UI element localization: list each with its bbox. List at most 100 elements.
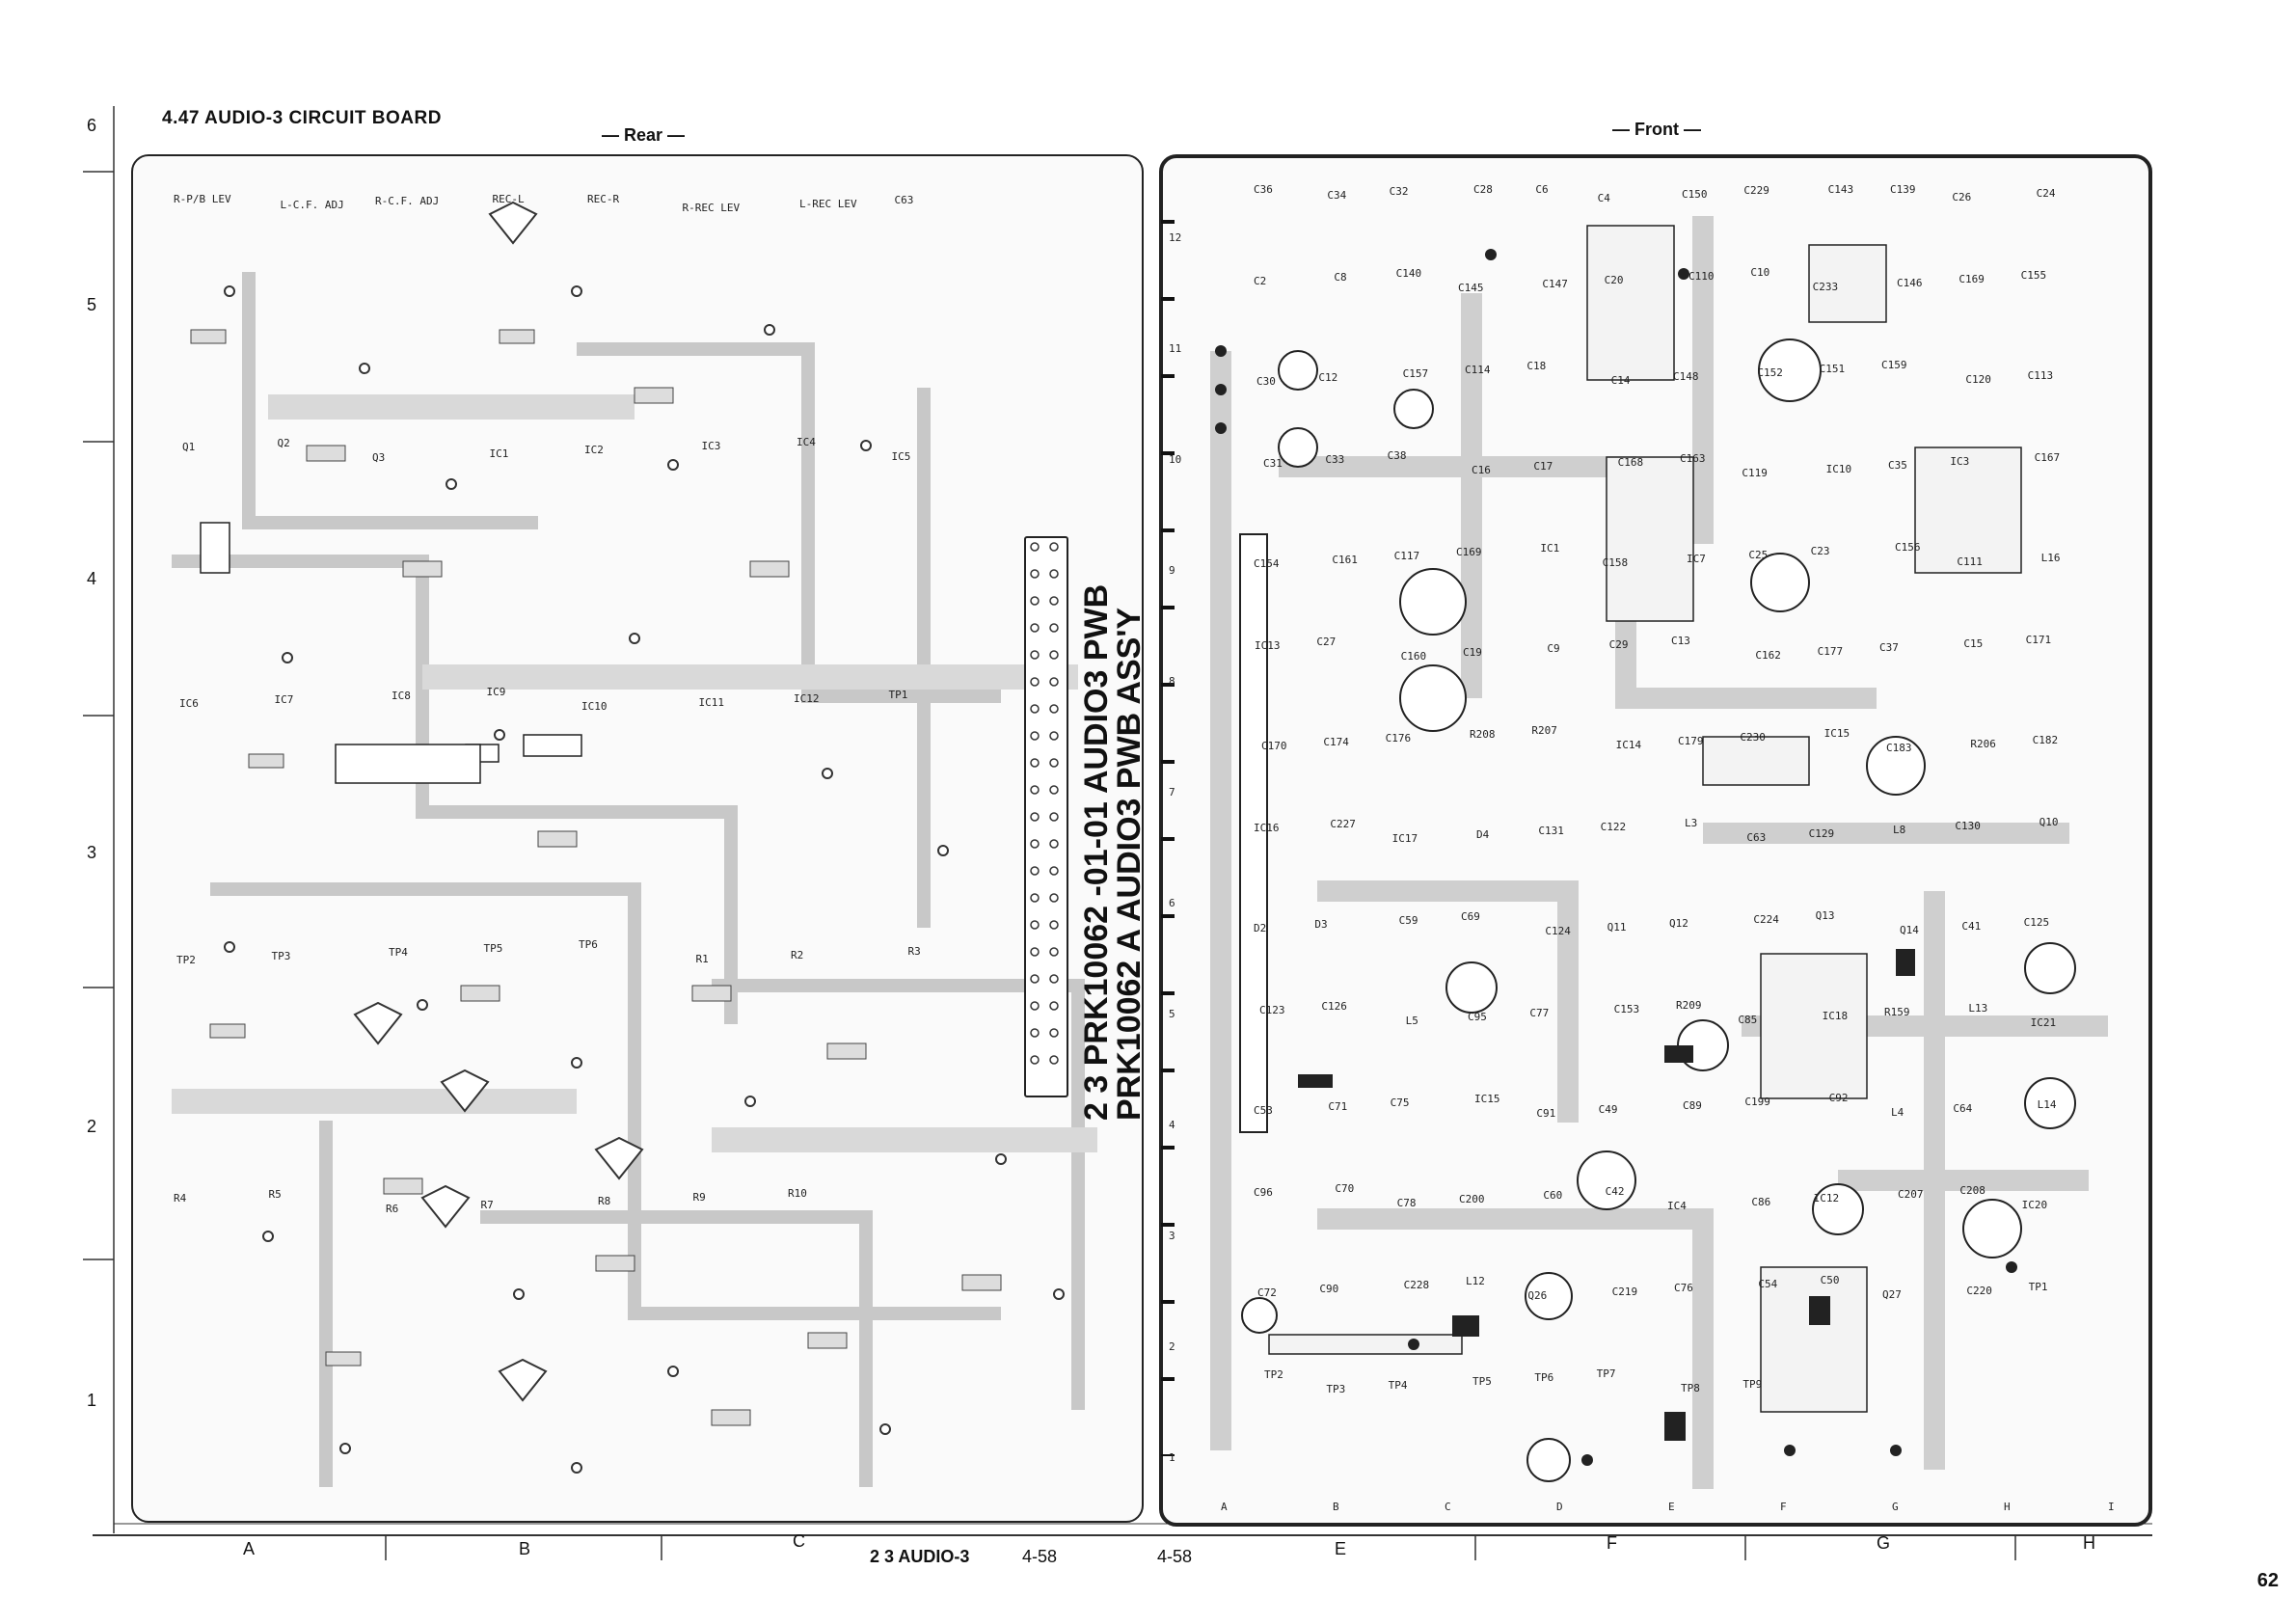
component-label: Q3 <box>372 451 386 464</box>
component-label: C36 <box>1254 183 1273 196</box>
component-label: C42 <box>1605 1185 1625 1198</box>
component-label: C177 <box>1817 645 1844 658</box>
component-label: C129 <box>1808 827 1835 840</box>
component-label: R159 <box>1884 1006 1910 1018</box>
row-number-3: 3 <box>87 843 97 862</box>
rear-side-label: — Rear — <box>602 125 686 145</box>
component-label: C156 <box>1895 541 1921 554</box>
rear-circuit-board <box>131 154 1144 1523</box>
row-number-1: 1 <box>87 1391 97 1410</box>
component-label: C71 <box>1328 1100 1348 1113</box>
rear-connector-pins <box>1030 542 1059 1065</box>
component-label: TP3 <box>1326 1383 1346 1395</box>
row-number-4: 4 <box>87 569 97 588</box>
component-label: R7 <box>480 1199 494 1211</box>
component-label: Q10 <box>2039 816 2059 828</box>
component-label: C117 <box>1393 550 1420 562</box>
component-label: C110 <box>1688 270 1715 283</box>
component-label: C227 <box>1330 818 1356 830</box>
edge-number-5: 5 <box>1169 1008 1175 1020</box>
component-label: C122 <box>1600 821 1627 833</box>
component-label: D2 <box>1254 922 1267 934</box>
component-label: C143 <box>1827 183 1854 196</box>
component-label: C168 <box>1617 456 1644 469</box>
column-letter-b: B <box>519 1539 531 1558</box>
component-label: C15 <box>1963 637 1984 650</box>
component-label: IC10 <box>581 700 608 713</box>
component-label: IC16 <box>1254 822 1280 834</box>
component-label: C170 <box>1261 740 1287 752</box>
component-label: C54 <box>1758 1278 1778 1290</box>
component-label: IC7 <box>274 693 294 706</box>
component-label: TP2 <box>176 954 196 966</box>
component-label: C159 <box>1881 359 1907 371</box>
component-label: C233 <box>1812 281 1839 293</box>
component-label: L5 <box>1405 1015 1418 1027</box>
component-label: C19 <box>1463 646 1482 659</box>
component-label: IC9 <box>486 686 506 698</box>
component-label: C155 <box>2020 269 2047 282</box>
component-label: C145 <box>1458 282 1484 294</box>
component-label: C35 <box>1888 459 1907 472</box>
component-label: Q26 <box>1527 1289 1548 1302</box>
component-label: C219 <box>1611 1286 1638 1298</box>
edge-letter-b: B <box>1333 1501 1339 1513</box>
component-label: R206 <box>1970 738 1996 750</box>
component-label: R10 <box>788 1187 807 1200</box>
component-label: C25 <box>1748 549 1769 561</box>
component-label: Q14 <box>1900 924 1919 936</box>
column-letter-f: F <box>1607 1533 1617 1553</box>
component-label: Q27 <box>1882 1288 1902 1301</box>
component-label: C26 <box>1952 191 1972 203</box>
component-label: IC4 <box>1667 1200 1687 1212</box>
component-label: Q1 <box>182 441 196 453</box>
component-label: IC13 <box>1255 639 1281 652</box>
component-label: C64 <box>1953 1102 1973 1115</box>
page-title: 4.47 AUDIO-3 CIRCUIT BOARD <box>162 108 442 128</box>
row-number-5: 5 <box>87 295 97 314</box>
component-label: R6 <box>386 1203 399 1215</box>
component-label: C152 <box>1757 366 1783 379</box>
component-label: TP9 <box>1742 1378 1763 1391</box>
component-label: C224 <box>1753 913 1779 926</box>
component-label: IC3 <box>1950 455 1970 468</box>
component-label: C119 <box>1742 467 1768 479</box>
component-label: R209 <box>1676 999 1702 1012</box>
edge-letter-i: I <box>2108 1501 2115 1513</box>
component-label: C60 <box>1543 1189 1563 1202</box>
edge-letter-c: C <box>1445 1501 1451 1513</box>
component-label: C151 <box>1819 363 1846 375</box>
component-label: C95 <box>1468 1011 1487 1023</box>
edge-letter-d: D <box>1556 1501 1563 1513</box>
component-label: C92 <box>1828 1092 1849 1104</box>
component-label: C161 <box>1332 554 1358 566</box>
component-label: C77 <box>1529 1007 1550 1019</box>
component-label: C8 <box>1334 271 1347 284</box>
component-label: C53 <box>1254 1104 1273 1117</box>
component-label: C91 <box>1536 1107 1556 1120</box>
component-label: C158 <box>1602 556 1629 569</box>
component-label: REC-R <box>587 193 620 205</box>
component-label: IC1 <box>1540 542 1560 555</box>
assy-text-line2: PRK10062 A AUDIO3 PWB ASS'Y <box>1111 607 1148 1121</box>
component-label: Q12 <box>1669 917 1688 930</box>
component-label: IC3 <box>701 440 721 452</box>
component-label: C13 <box>1671 635 1690 647</box>
component-label: L4 <box>1891 1106 1904 1119</box>
component-label: C208 <box>1959 1184 1985 1197</box>
component-label: C85 <box>1738 1014 1758 1026</box>
component-label: R2 <box>791 949 804 961</box>
component-label: TP4 <box>1388 1379 1408 1392</box>
component-label: TP3 <box>271 950 291 962</box>
component-label: C89 <box>1683 1099 1702 1112</box>
component-label: C146 <box>1897 277 1923 289</box>
column-letter-e: E <box>1335 1539 1347 1558</box>
component-label: C29 <box>1608 638 1629 651</box>
component-label: IC10 <box>1825 463 1852 475</box>
component-label: TP1 <box>2028 1281 2048 1293</box>
component-label: R1 <box>695 953 709 965</box>
component-label: D4 <box>1476 828 1490 841</box>
edge-number-12: 12 <box>1169 231 1182 244</box>
edge-letter-a: A <box>1221 1501 1228 1513</box>
